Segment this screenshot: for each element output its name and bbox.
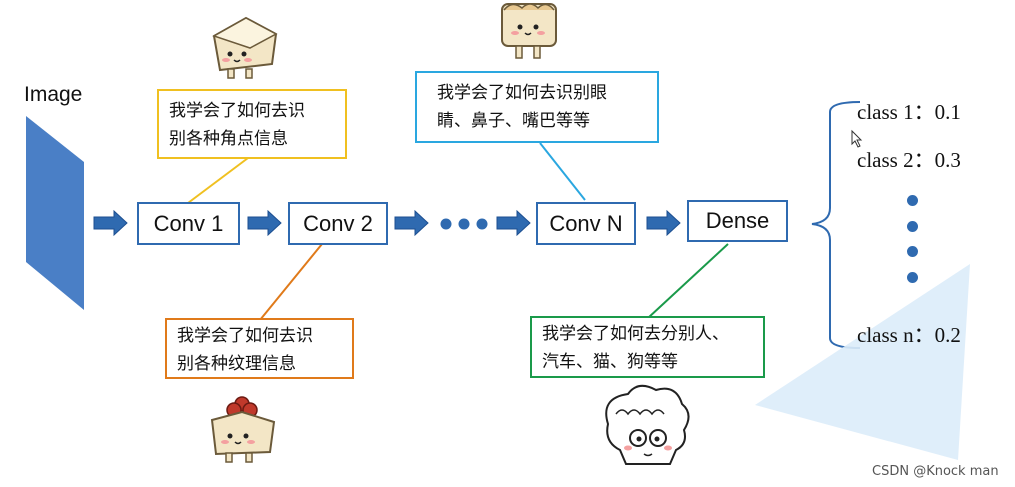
pipeline-dot	[476, 218, 488, 230]
conv1-note: 我学会了如何去识 别各种角点信息	[157, 89, 347, 159]
class-1-label: class 1：0.1	[857, 100, 961, 124]
pipeline-dot	[440, 218, 452, 230]
image-label: Image	[24, 83, 83, 106]
convN-note-line: 睛、鼻子、嘴巴等等	[437, 111, 590, 131]
convN-note-line: 我学会了如何去识别眼	[437, 83, 607, 103]
tofu-mascot-icon	[212, 16, 278, 79]
thinking-person-icon	[605, 384, 690, 465]
convN-note: 我学会了如何去识别眼 睛、鼻子、嘴巴等等	[415, 71, 659, 143]
class-ellipsis-dot	[907, 246, 918, 257]
conv2-leader-line	[259, 243, 323, 321]
convN-box: Conv N	[536, 202, 636, 245]
conv2-note-line: 别各种纹理信息	[177, 354, 296, 374]
conv2-note-line: 我学会了如何去识	[177, 326, 313, 346]
conv1-note-line: 别各种角点信息	[169, 129, 288, 149]
dense-leader-line	[647, 243, 729, 319]
class-ellipsis-dot	[907, 221, 918, 232]
conv2-note: 我学会了如何去识 别各种纹理信息	[165, 318, 354, 379]
dense-note: 我学会了如何去分别人、 汽车、猫、狗等等	[530, 316, 765, 378]
dense-note-line: 汽车、猫、狗等等	[542, 352, 678, 372]
tofu-mascot-icon	[501, 3, 557, 59]
conv1-note-line: 我学会了如何去识	[169, 101, 305, 121]
cursor-icon	[851, 129, 863, 148]
watermark: CSDN @Knock man	[872, 464, 999, 479]
conv2-box: Conv 2	[288, 202, 388, 245]
conv1-leader-line	[187, 157, 249, 204]
image-panel	[26, 116, 84, 310]
arrow-convN-dense	[646, 209, 681, 237]
decorative-triangle	[755, 264, 970, 460]
arrow-conv1-conv2	[247, 209, 282, 237]
class-ellipsis-dot	[907, 272, 918, 283]
convN-leader-line	[539, 142, 586, 201]
class-2-label: class 2：0.3	[857, 148, 961, 172]
arrow-image-conv1	[93, 209, 128, 237]
dense-box: Dense	[687, 200, 788, 242]
arrow-conv2-dots	[394, 209, 429, 237]
conv1-box: Conv 1	[137, 202, 240, 245]
pipeline-dot	[458, 218, 470, 230]
arrow-dots-convN	[496, 209, 531, 237]
dense-note-line: 我学会了如何去分别人、	[542, 324, 729, 344]
class-ellipsis-dot	[907, 195, 918, 206]
class-brace	[811, 101, 861, 349]
tofu-mascot-icon	[210, 396, 276, 463]
class-n-label: class n：0.2	[857, 323, 961, 347]
